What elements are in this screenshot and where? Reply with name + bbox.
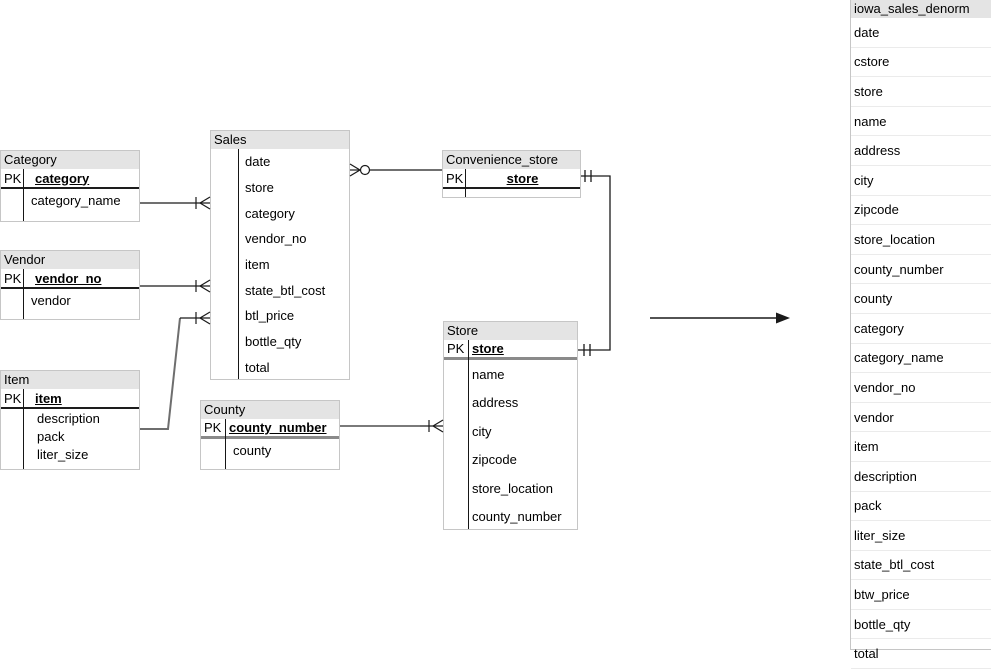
field-description: description [851, 462, 991, 492]
field-category: category [245, 205, 295, 221]
field-address: address [851, 136, 991, 166]
arrowhead-icon [776, 312, 790, 324]
field-pack: pack [37, 428, 65, 444]
relationship-category-sales[interactable] [140, 196, 211, 210]
pk-column-divider [238, 149, 239, 379]
field-store: store [245, 180, 274, 196]
pk-label: PK [4, 270, 22, 286]
table-title-vendor: Vendor [1, 251, 139, 269]
field-bottle-qty: bottle_qty [851, 610, 991, 640]
relationship-sales-convenience-store[interactable] [349, 163, 442, 177]
table-title-store: Store [444, 322, 577, 340]
table-iowa-sales-denorm[interactable]: iowa_sales_denorm date cstore store name… [850, 0, 991, 669]
pk-label: PK [4, 390, 22, 406]
field-state-btl-cost: state_btl_cost [851, 551, 991, 581]
field-category-name: category_name [851, 344, 991, 374]
field-btw-price: btw_price [851, 580, 991, 610]
field-date: date [245, 154, 271, 170]
table-title-iowa-sales-denorm: iowa_sales_denorm [851, 0, 991, 19]
crow-foot-icon [199, 311, 211, 319]
table-title-county: County [201, 401, 339, 419]
pk-field-item: item [35, 390, 62, 406]
field-pack: pack [851, 492, 991, 522]
field-item: item [245, 257, 270, 273]
table-title-convenience-store: Convenience_store [443, 151, 580, 169]
pk-column-divider [23, 269, 24, 319]
field-state-btl-cost: state_btl_cost [245, 282, 326, 298]
field-btl-price: btl_price [245, 308, 295, 324]
field-category: category [851, 314, 991, 344]
field-total: total [851, 639, 991, 669]
field-city: city [851, 166, 991, 196]
crow-foot-icon [349, 163, 361, 171]
table-title-category: Category [1, 151, 139, 169]
pk-label: PK [4, 170, 22, 186]
field-zipcode: zipcode [472, 452, 517, 468]
table-title-sales: Sales [211, 131, 349, 149]
crow-foot-icon [199, 196, 211, 204]
pk-column-divider [465, 169, 466, 197]
zero-circle-icon [359, 164, 371, 176]
relationship-vendor-sales[interactable] [140, 279, 211, 293]
table-sales[interactable]: Sales date store category vendor_no item… [210, 130, 350, 380]
pk-field-category: category [35, 170, 90, 186]
table-county[interactable]: County PK county_number county [200, 400, 340, 470]
table-item[interactable]: Item PK item description pack liter_size [0, 370, 140, 470]
field-county-number: county_number [851, 255, 991, 285]
field-city: city [472, 423, 492, 439]
field-bottle-qty: bottle_qty [245, 334, 302, 350]
pk-column-divider [468, 340, 469, 529]
relationship-county-store[interactable] [340, 419, 444, 433]
field-address: address [472, 395, 519, 411]
crow-foot-icon [199, 279, 211, 287]
field-item: item [851, 432, 991, 462]
field-liter-size: liter_size [851, 521, 991, 551]
field-store-location: store_location [851, 225, 991, 255]
field-county: county [851, 284, 991, 314]
field-vendor-no: vendor_no [245, 231, 307, 247]
field-county-number: county_number [472, 509, 562, 525]
field-description: description [37, 410, 100, 426]
table-vendor[interactable]: Vendor PK vendor_no vendor [0, 250, 140, 320]
field-zipcode: zipcode [851, 196, 991, 226]
table-convenience-store[interactable]: Convenience_store PK store [442, 150, 581, 198]
pk-field-county-number: county_number [229, 420, 327, 435]
table-category[interactable]: Category PK category category_name [0, 150, 140, 222]
field-store-location: store_location [472, 480, 553, 496]
relationship-convenience-store-store[interactable] [578, 170, 611, 356]
pk-field-store: store [506, 170, 539, 186]
pk-field-store: store [472, 341, 504, 356]
field-vendor: vendor [31, 292, 71, 308]
field-name: name [851, 107, 991, 137]
pk-label: PK [446, 170, 464, 186]
field-date: date [851, 18, 991, 48]
field-name: name [472, 366, 505, 382]
pk-label: PK [204, 420, 222, 435]
field-county: county [233, 442, 272, 458]
transform-arrow[interactable] [650, 312, 790, 324]
pk-column-divider [23, 389, 24, 469]
table-title-item: Item [1, 371, 139, 389]
field-vendor-no: vendor_no [851, 373, 991, 403]
field-vendor: vendor [851, 403, 991, 433]
pk-column-divider [225, 419, 226, 469]
pk-column-divider [23, 169, 24, 221]
pk-label: PK [447, 341, 465, 356]
field-total: total [245, 359, 270, 375]
field-category-name: category_name [31, 192, 121, 208]
table-store[interactable]: Store PK store name address city zipcode… [443, 321, 578, 530]
field-liter-size: liter_size [37, 446, 89, 462]
crow-foot-icon [432, 419, 444, 427]
pk-field-vendor-no: vendor_no [35, 270, 102, 286]
field-cstore: cstore [851, 48, 991, 78]
field-store: store [851, 77, 991, 107]
